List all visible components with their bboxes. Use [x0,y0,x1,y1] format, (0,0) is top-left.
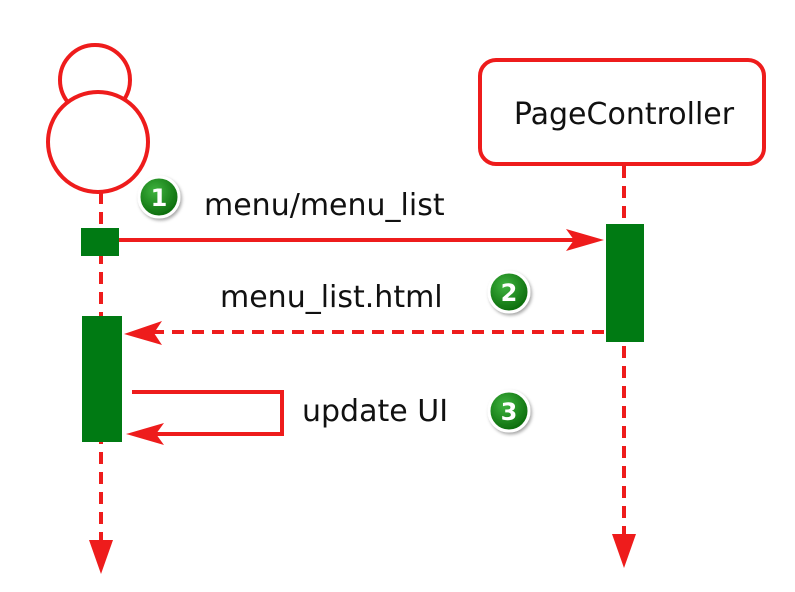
step-number: 2 [501,279,518,307]
message-label: update UI [302,394,448,429]
step-badge-1 [137,175,181,219]
arrowhead [124,321,162,345]
actor-activation-small [81,228,119,256]
actor-icon [46,43,150,194]
message-2: menu_list.html 2 [124,270,604,345]
message-1: 1 menu/menu_list [119,175,604,251]
actor-lifeline [89,192,113,574]
message-label: menu/menu_list [204,188,445,223]
lifeline-end-arrow [89,540,113,574]
message-3: update UI 3 [126,389,531,445]
page-controller-participant: PageController [478,58,766,166]
arrowhead [126,423,164,445]
message-label: menu_list.html [220,280,443,315]
participant-name: PageController [514,97,735,132]
actor-activation-large [82,316,122,442]
step-badge-2 [487,270,531,314]
step-number: 1 [151,184,168,212]
lifeline-end-arrow [612,534,636,568]
controller-activation [606,224,644,342]
step-number: 3 [501,398,518,426]
step-badge-3 [487,389,531,433]
participant-box [478,58,766,166]
arrowhead [566,229,604,251]
